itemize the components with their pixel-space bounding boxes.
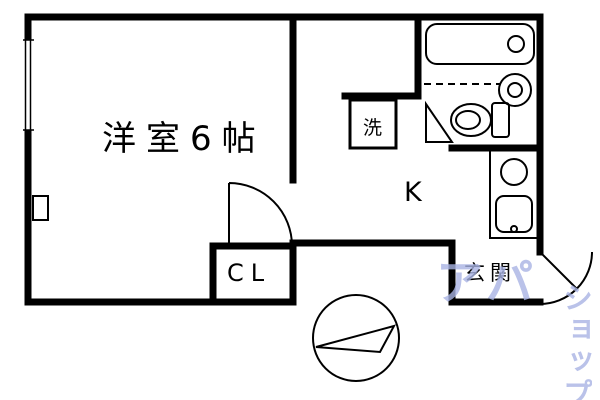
- window-gap: [23, 40, 34, 130]
- label-main-room: 洋室6帖: [102, 119, 266, 159]
- outer-walls: [24, 13, 544, 306]
- watermark-text-2: ショップ: [557, 282, 592, 400]
- window-panes: [23, 39, 34, 131]
- bathtub-icon: [425, 23, 535, 65]
- room-door-arc: [228, 182, 293, 247]
- label-closet: CL: [227, 259, 272, 287]
- label-kitchen: K: [404, 177, 422, 208]
- wash-basin-icon: [498, 73, 532, 107]
- kitchen-stove-icon: [500, 158, 528, 186]
- entrance-door-arc: [539, 251, 593, 305]
- compass-arrow-icon: [312, 294, 400, 382]
- label-entrance: 玄関: [464, 261, 516, 285]
- washing-machine-space: [348, 98, 398, 150]
- inner-walls: [209, 13, 544, 306]
- walls: [24, 13, 544, 306]
- sink-drain-icon: [510, 225, 518, 233]
- watermark-text-1: アパ: [436, 256, 538, 311]
- bathroom-door-icon: [425, 100, 454, 143]
- pillar-box: [32, 195, 49, 221]
- toilet-icon: [450, 102, 510, 138]
- kitchen-unit: [489, 149, 539, 239]
- label-washer: 洗: [363, 117, 383, 139]
- window: [23, 39, 34, 131]
- kitchen-counter: [489, 149, 539, 239]
